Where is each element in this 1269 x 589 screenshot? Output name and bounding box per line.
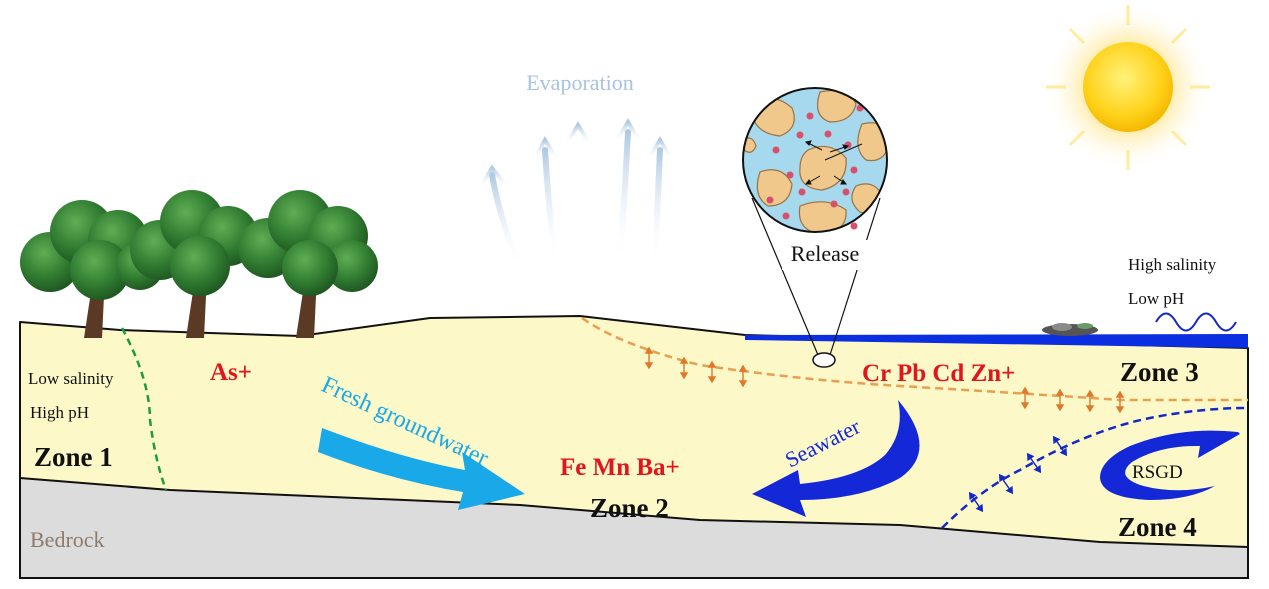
tree-icon bbox=[238, 190, 378, 338]
tree-icon bbox=[20, 200, 164, 338]
high-ph-label: High pH bbox=[30, 403, 89, 422]
tree-icon bbox=[130, 190, 258, 338]
release-label: Release bbox=[791, 241, 859, 266]
low-ph-label: Low pH bbox=[1128, 289, 1184, 308]
magnifier-line-left bbox=[751, 197, 819, 356]
freshwater-boundary-line bbox=[120, 327, 168, 491]
low-salinity-label: Low salinity bbox=[28, 369, 114, 388]
exchange-arrows-blue bbox=[968, 435, 1068, 513]
sun-icon bbox=[1044, 3, 1212, 171]
exchange-arrows-orange bbox=[644, 346, 1125, 414]
fe-mn-ba-contaminant-label: Fe Mn Ba+ bbox=[560, 454, 680, 481]
magnifier-focus bbox=[812, 352, 836, 368]
evaporation-label: Evaporation bbox=[526, 70, 634, 95]
wave-icon bbox=[1155, 312, 1237, 332]
boat-icon bbox=[1042, 323, 1098, 336]
zone4-label: Zone 4 bbox=[1118, 512, 1197, 542]
seawater-arrow bbox=[752, 400, 920, 517]
evaporation-arrows bbox=[478, 118, 674, 271]
bedrock-outline bbox=[19, 478, 1249, 579]
as-contaminant-label: As+ bbox=[210, 359, 252, 386]
pore-magnification bbox=[742, 87, 888, 270]
fresh-groundwater-arrow bbox=[318, 428, 525, 510]
sea-water bbox=[745, 334, 1248, 348]
magnifier-line-right bbox=[829, 197, 881, 356]
bedrock-layer bbox=[20, 478, 1248, 578]
zone2-label: Zone 2 bbox=[590, 493, 669, 523]
high-salinity-label: High salinity bbox=[1128, 255, 1217, 274]
zone3-label: Zone 3 bbox=[1120, 357, 1199, 387]
cr-pb-cd-zn-contaminant-label: Cr Pb Cd Zn+ bbox=[862, 360, 1015, 387]
bedrock-label: Bedrock bbox=[30, 527, 105, 552]
rsgd-label: RSGD bbox=[1132, 462, 1183, 483]
saltwater-interface-line bbox=[581, 316, 1248, 402]
rsgd-boundary-line bbox=[941, 406, 1249, 529]
rsgd-circulation-arrow bbox=[1100, 430, 1240, 500]
zone1-label: Zone 1 bbox=[34, 442, 113, 472]
